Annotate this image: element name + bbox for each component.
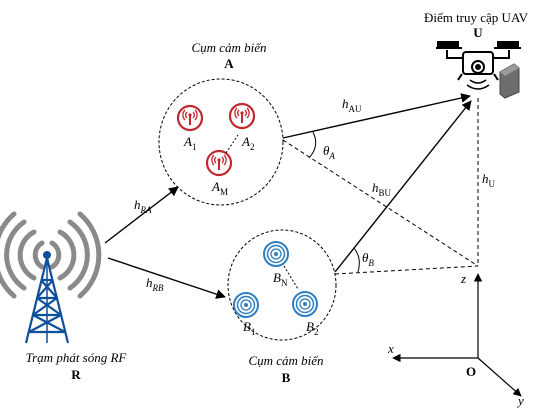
uav-letter: U	[473, 25, 483, 40]
h-u-label: hU	[482, 171, 496, 189]
b-to-z-dashed-line	[334, 265, 479, 275]
sensor-b2-icon	[292, 291, 318, 317]
node-bn-label: BN	[273, 270, 288, 288]
theta-b-arc	[353, 247, 360, 273]
sensor-bn-icon	[263, 241, 289, 267]
axis-z-label: z	[460, 271, 466, 286]
uav-title: Điểm truy cập UAV	[424, 10, 529, 25]
coordinate-axes	[392, 273, 522, 397]
cluster-b-dashed-link	[283, 265, 299, 290]
h-ra-label: hRA	[134, 197, 152, 215]
theta-b-label: θB	[362, 250, 374, 268]
cluster-a-circle	[158, 78, 284, 206]
cluster-b-letter: B	[282, 370, 291, 385]
cluster-a-letter: A	[224, 56, 234, 71]
cluster-a-title: Cụm cảm biến	[191, 40, 266, 55]
r-to-b-arrow	[107, 257, 226, 299]
cluster-a-dashed-link	[225, 134, 239, 154]
rf-waves-icon	[0, 211, 102, 299]
cluster-b-title: Cụm cảm biến	[248, 353, 323, 368]
node-a2-label: A2	[241, 134, 254, 152]
uav-drone-icon	[436, 41, 521, 90]
node-b2-label: B2	[306, 319, 318, 337]
node-am-label: AM	[211, 179, 228, 197]
cluster-b-circle	[227, 229, 337, 341]
node-b1-label: B1	[243, 319, 255, 337]
a-to-z-dashed-line	[282, 139, 479, 267]
theta-a-arc	[308, 131, 317, 159]
uav-antenna-icon	[499, 63, 520, 99]
axis-y-label: y	[516, 393, 524, 408]
sensor-a2-icon	[228, 102, 256, 130]
rf-tower-icon	[24, 251, 70, 344]
a-to-u-arrow	[282, 93, 471, 139]
node-a1-label: A1	[183, 134, 196, 152]
h-bu-label: hBU	[372, 180, 392, 198]
sensor-am-icon	[205, 149, 233, 177]
rf-title: Trạm phát sóng RF	[26, 350, 128, 365]
axis-origin-label: O	[466, 364, 476, 379]
link-arrows	[104, 93, 472, 299]
b-to-u-arrow	[334, 100, 472, 273]
theta-a-label: θA	[323, 143, 335, 161]
axis-x-label: x	[387, 341, 394, 356]
h-rb-label: hRB	[146, 275, 164, 293]
rf-letter: R	[71, 367, 81, 382]
sensor-a1-icon	[176, 104, 204, 132]
reference-lines	[282, 98, 479, 275]
r-to-a-arrow	[104, 186, 179, 244]
y-axis	[477, 357, 522, 397]
sensor-b1-icon	[233, 292, 259, 318]
h-au-label: hAU	[342, 96, 362, 114]
